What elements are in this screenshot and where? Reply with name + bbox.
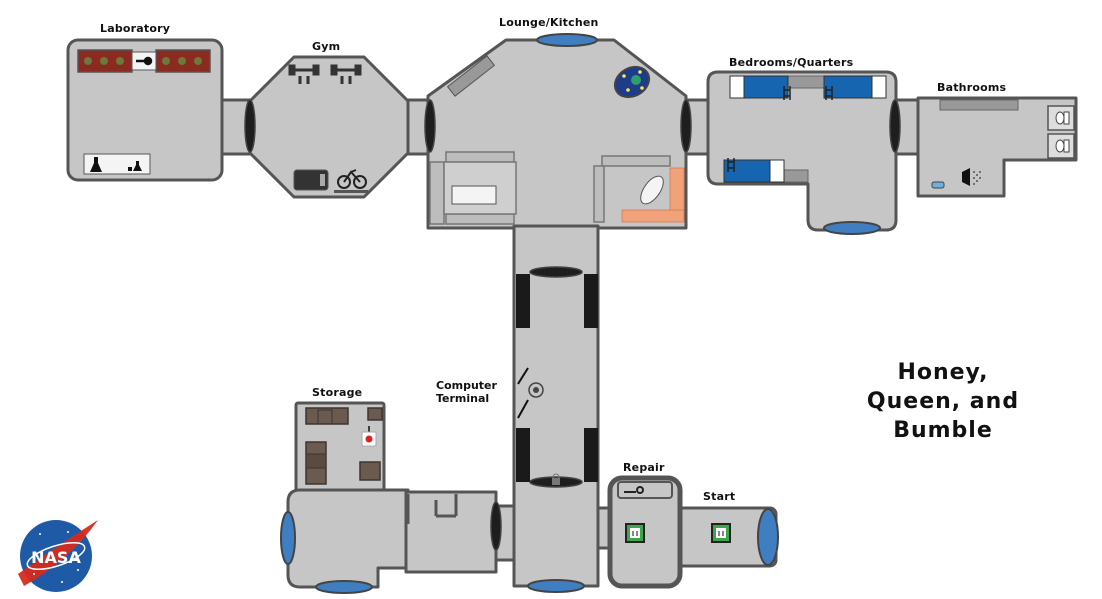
game-title: Honey, Queen, and Bumble bbox=[866, 360, 1020, 443]
power-cell-icon[interactable] bbox=[625, 523, 645, 543]
corridor-panel bbox=[584, 274, 598, 328]
bedroom-shelf bbox=[781, 169, 809, 183]
center-bottom-hatch[interactable] bbox=[527, 579, 585, 593]
ladder-icon bbox=[727, 86, 833, 172]
lounge-panel bbox=[446, 55, 496, 97]
gym-label: Gym bbox=[312, 40, 341, 53]
shower-icon bbox=[962, 168, 981, 186]
storage-module[interactable] bbox=[286, 488, 410, 589]
wrench-icon bbox=[624, 486, 644, 494]
storage-left-hatch[interactable] bbox=[280, 511, 296, 565]
repair-label: Repair bbox=[623, 461, 665, 474]
bedroom-shelf bbox=[785, 75, 827, 89]
dining-table bbox=[640, 175, 664, 205]
computer-terminal-icon[interactable] bbox=[517, 367, 544, 419]
storage-bottom-hatch[interactable] bbox=[315, 580, 373, 594]
corridor-panel bbox=[516, 428, 530, 482]
laboratory-label: Laboratory bbox=[100, 22, 171, 35]
start-end-hatch[interactable] bbox=[757, 508, 779, 566]
lab-door[interactable] bbox=[244, 99, 256, 153]
alarm-icon bbox=[361, 426, 377, 447]
power-cell-icon[interactable] bbox=[711, 523, 731, 543]
sofa bbox=[593, 155, 671, 223]
gym-room[interactable] bbox=[248, 55, 410, 199]
gym-door[interactable] bbox=[424, 99, 436, 153]
bathroom-counter bbox=[939, 99, 1019, 111]
bedrooms-room[interactable] bbox=[706, 70, 898, 232]
storage-label: Storage bbox=[312, 386, 363, 399]
storage-annex[interactable] bbox=[404, 490, 498, 574]
corridor-top-door[interactable] bbox=[529, 266, 583, 278]
lounge-top-hatch[interactable] bbox=[536, 33, 598, 47]
nasa-logo-icon: NASA bbox=[18, 520, 98, 592]
flask-icon bbox=[90, 157, 142, 172]
lounge-east-door[interactable] bbox=[680, 99, 692, 153]
microscope-icon bbox=[136, 56, 153, 66]
bedroom-bottom-hatch[interactable] bbox=[823, 221, 881, 235]
repair-bench bbox=[617, 481, 673, 499]
mission-badge-icon bbox=[613, 65, 651, 99]
corridor-panel bbox=[516, 274, 530, 328]
coffee-table bbox=[451, 185, 497, 205]
bedrooms-label: Bedrooms/Quarters bbox=[729, 56, 854, 69]
start-label: Start bbox=[703, 490, 736, 503]
sink-icon bbox=[931, 181, 945, 189]
laboratory-room[interactable] bbox=[66, 38, 224, 182]
kitchen-counter bbox=[621, 167, 685, 223]
lock-icon bbox=[552, 473, 560, 485]
nasa-logo-text: NASA bbox=[31, 548, 81, 567]
bunk bbox=[723, 75, 887, 183]
lounge-label: Lounge/Kitchen bbox=[499, 16, 599, 29]
computer-terminal-label: Computer Terminal bbox=[436, 379, 497, 405]
annex-door[interactable] bbox=[490, 501, 502, 551]
weights-icon bbox=[288, 64, 362, 84]
bedroom-east-door[interactable] bbox=[889, 99, 901, 153]
corridor-panel bbox=[584, 428, 598, 482]
bike-icon bbox=[337, 169, 367, 189]
sofa bbox=[429, 151, 517, 225]
bathrooms-room[interactable] bbox=[916, 96, 1078, 198]
treadmill-icon bbox=[293, 169, 329, 191]
bathrooms-label: Bathrooms bbox=[937, 81, 1007, 94]
toilet-icon bbox=[1055, 111, 1070, 153]
